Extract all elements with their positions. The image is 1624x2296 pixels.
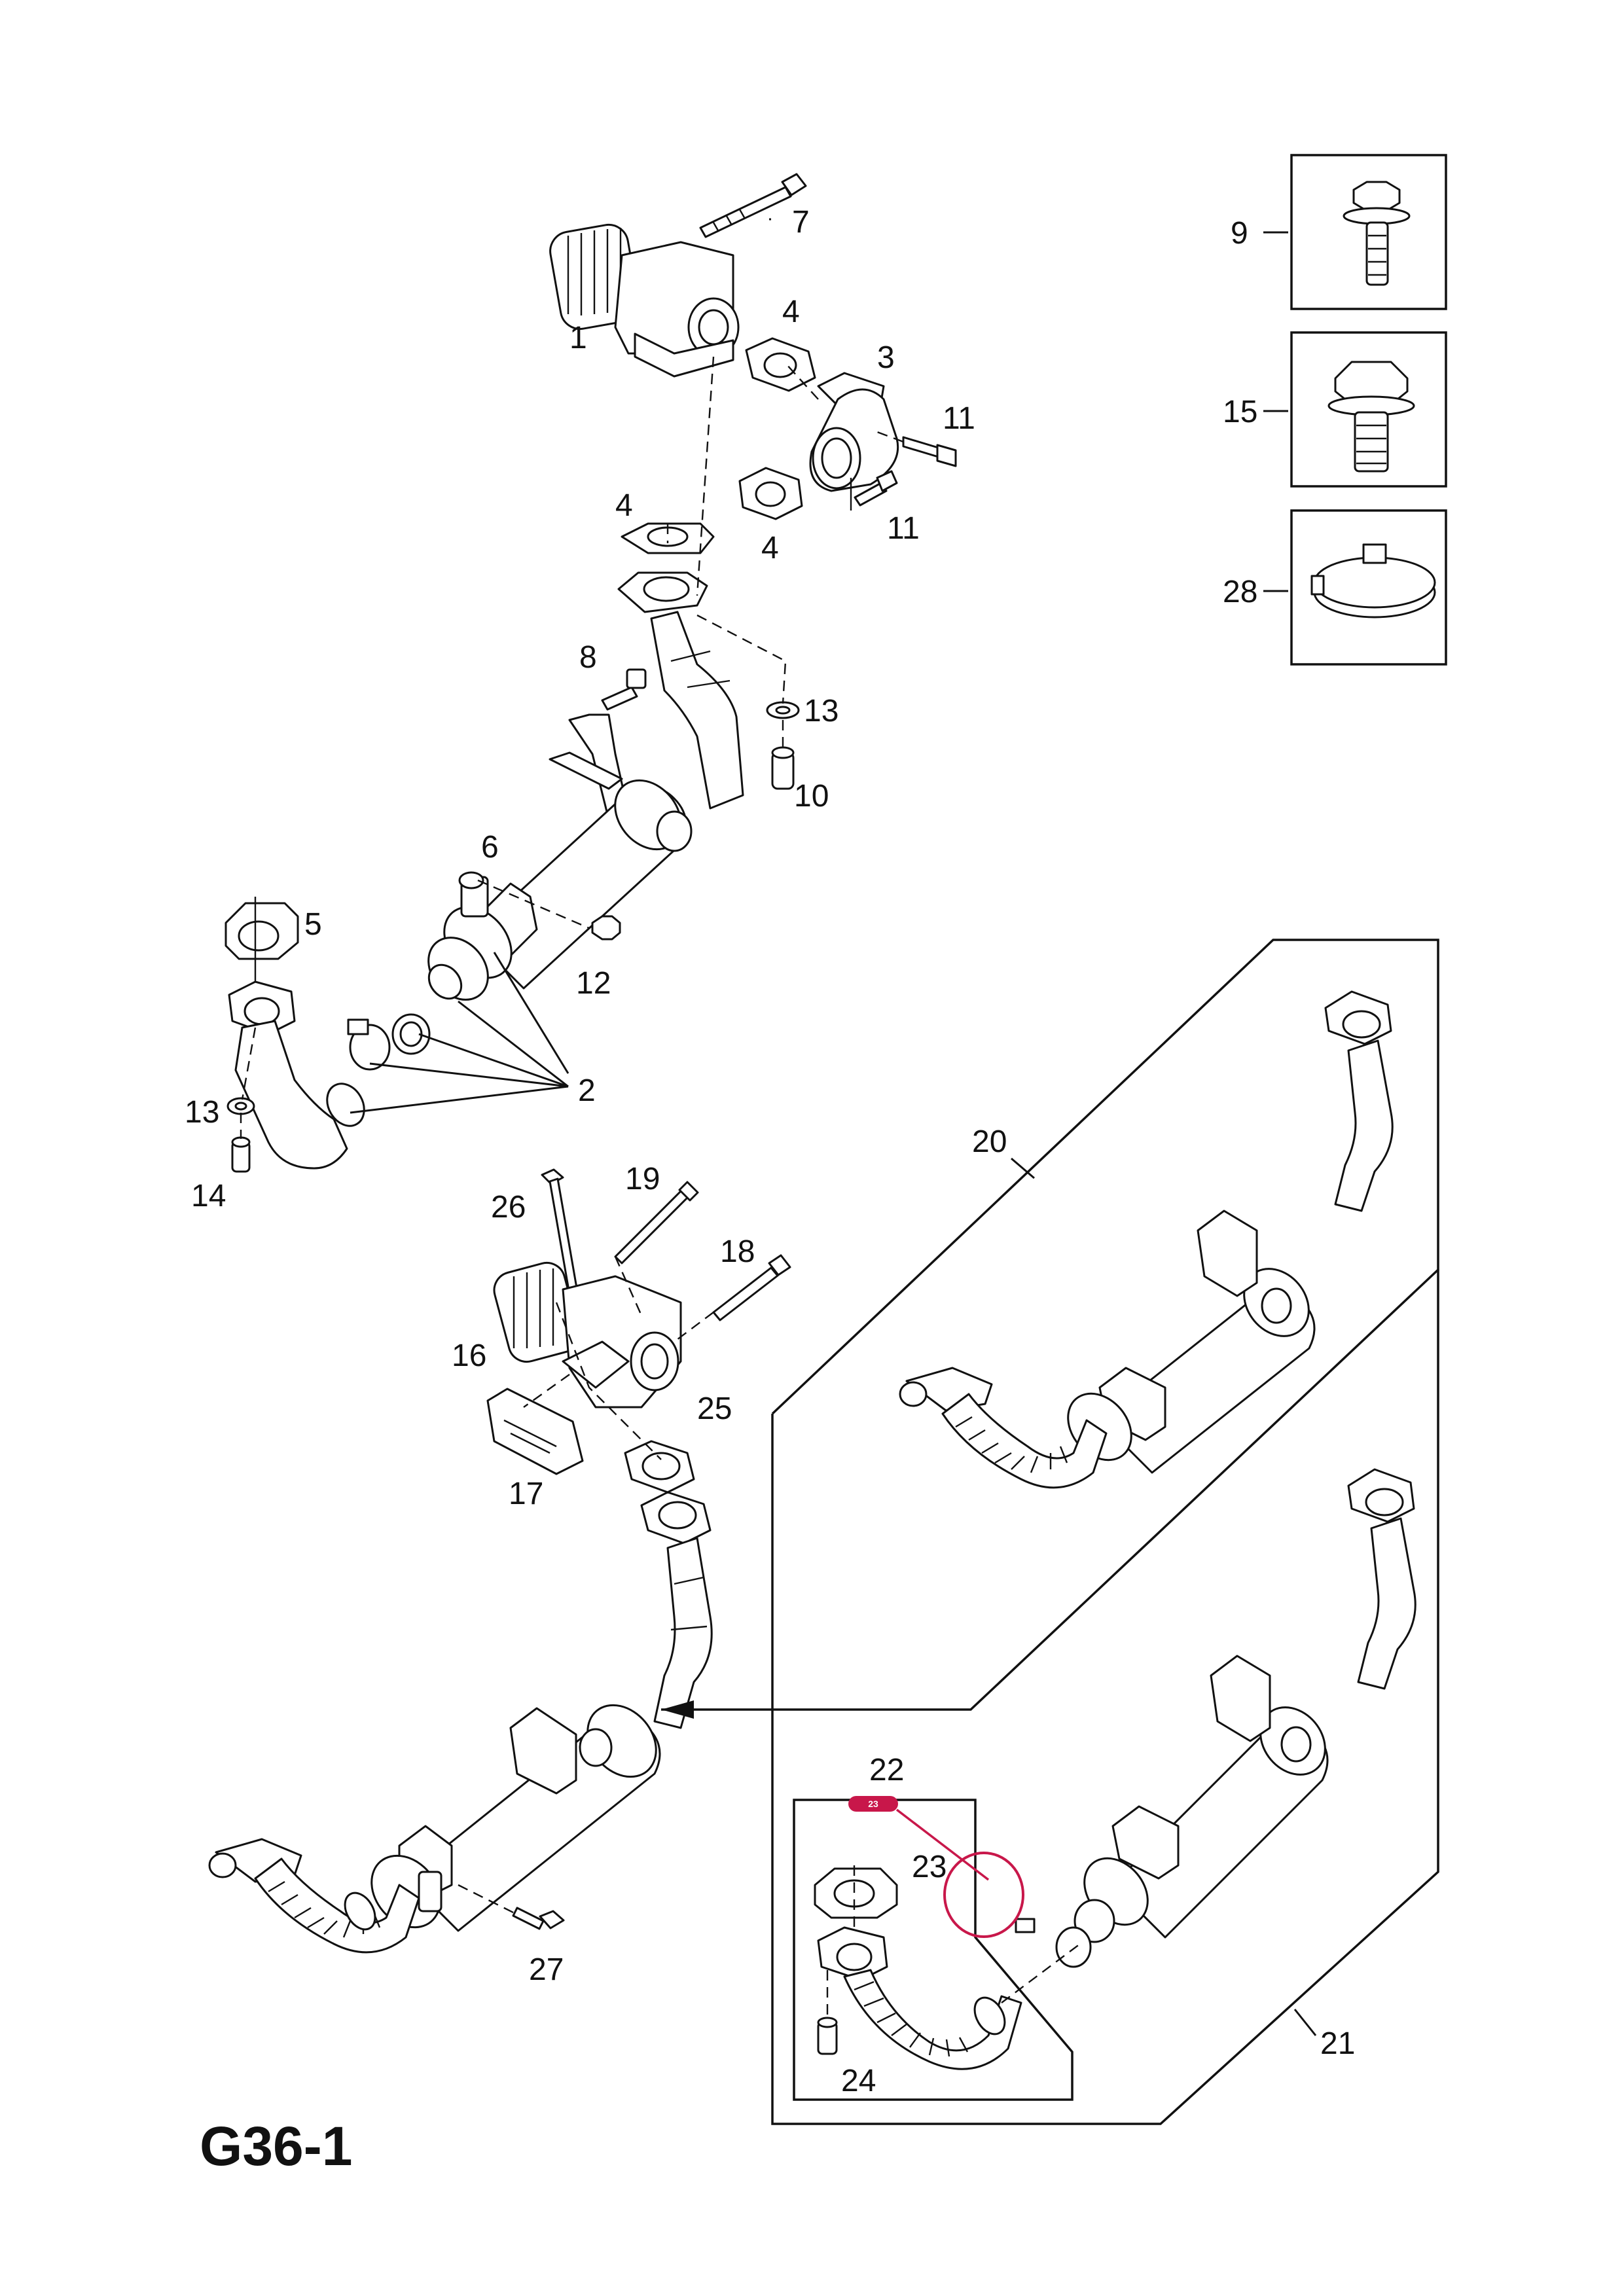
assembly-22 [814, 1867, 1022, 2070]
corrugated-hose-lower [208, 1838, 420, 1954]
bolt-icon [1327, 361, 1415, 473]
bolt-11-top [902, 436, 957, 467]
assembly-lines-upper [240, 356, 904, 1139]
bolt-14 [231, 1136, 251, 1173]
callout-22: 22 [869, 1753, 904, 1787]
clamp-icon [1310, 543, 1436, 619]
callout-2: 2 [578, 1073, 596, 1108]
callout-27: 27 [529, 1952, 564, 1987]
panel-21-outline [771, 1270, 1439, 2125]
bolt-18 [712, 1254, 791, 1321]
callout-19: 19 [625, 1162, 660, 1196]
callout-4: 4 [782, 295, 800, 329]
page-label: G36-1 [200, 2115, 352, 2177]
gasket-25 [624, 1440, 695, 1494]
flange-5 [225, 897, 299, 995]
callout-13: 13 [804, 694, 839, 728]
washer-13-left [226, 1097, 255, 1115]
callout-28: 28 [1223, 575, 1257, 609]
bolt-7 [699, 173, 807, 238]
callout-18: 18 [720, 1234, 755, 1269]
callout-5: 5 [304, 907, 322, 942]
bolt-11-mid [854, 470, 898, 507]
callout-9: 9 [1231, 216, 1248, 251]
assembly-21 [1015, 1468, 1416, 1968]
bracket-8 [549, 713, 630, 821]
bolt-27 [512, 1907, 565, 1930]
callout-4: 4 [761, 531, 779, 565]
assembly-lines-lower [458, 1256, 714, 1916]
pipe-flange-upper [617, 571, 708, 613]
callout-3: 3 [877, 340, 895, 375]
panel-22-outline [793, 1799, 1074, 2101]
egr-valve-upper [549, 223, 740, 378]
gasket-4-left [621, 522, 715, 554]
callout-24: 24 [841, 2064, 876, 2098]
clamp-2-a [347, 1018, 391, 1071]
callout-16: 16 [452, 1338, 486, 1373]
callout-11: 11 [943, 401, 975, 436]
egr-cooler-lower [370, 1704, 661, 1932]
inset-box-15 [1263, 331, 1447, 488]
panel-20-outline [661, 939, 1439, 1719]
highlight-badge: 23 [868, 1799, 878, 1809]
washer-13-right [766, 701, 800, 719]
callout-21: 21 [1320, 2026, 1355, 2061]
egr-pipe-lower-left [228, 980, 365, 1170]
callout-15: 15 [1223, 395, 1257, 429]
egr-cooler-upper [427, 779, 693, 1001]
egr-pipe-lower [653, 1537, 713, 1729]
gasket-4-mid [738, 467, 803, 520]
egr-pipe-upper [650, 611, 744, 810]
callout-23: 23 [912, 1850, 947, 1884]
callout-25: 25 [697, 1391, 732, 1426]
inset-box-9 [1263, 154, 1447, 310]
callout-1: 1 [569, 321, 587, 355]
callout-13: 13 [185, 1095, 219, 1130]
leader-lines-upper [350, 952, 569, 1114]
bolt-icon [1343, 181, 1411, 286]
bolt-8 [601, 668, 647, 711]
gasket-2 [391, 1013, 431, 1055]
plate-17 [486, 1388, 584, 1475]
bolt-10 [771, 746, 795, 790]
stud-19 [614, 1181, 699, 1265]
assembly-20 [899, 990, 1394, 1489]
assembly-lines-panel [826, 1865, 1081, 2019]
callout-labels: 7 4 3 1 11 4 11 4 8 13 10 6 5 12 2 13 14… [185, 205, 1355, 2098]
washer-6 [458, 871, 484, 889]
pipe-flange-lower [640, 1491, 712, 1545]
callout-8: 8 [579, 640, 597, 675]
callout-20: 20 [972, 1124, 1007, 1159]
callout-6: 6 [481, 830, 499, 865]
nut-12 [591, 915, 621, 941]
callout-26: 26 [491, 1190, 526, 1225]
bolt-24 [817, 2017, 838, 2055]
highlight-marker: 23 [848, 1796, 1024, 1938]
callout-12: 12 [576, 966, 611, 1001]
callout-14: 14 [191, 1179, 226, 1213]
inset-box-28 [1263, 509, 1447, 666]
elbow-3 [809, 372, 899, 492]
egr-valve-lower [493, 1261, 682, 1408]
callout-11: 11 [887, 511, 920, 546]
callout-leaders [1011, 1157, 1317, 2036]
callout-4: 4 [615, 488, 633, 523]
gasket-4-top [745, 337, 816, 392]
callout-10: 10 [794, 779, 829, 814]
callout-17: 17 [509, 1477, 543, 1511]
callout-7: 7 [792, 205, 810, 240]
